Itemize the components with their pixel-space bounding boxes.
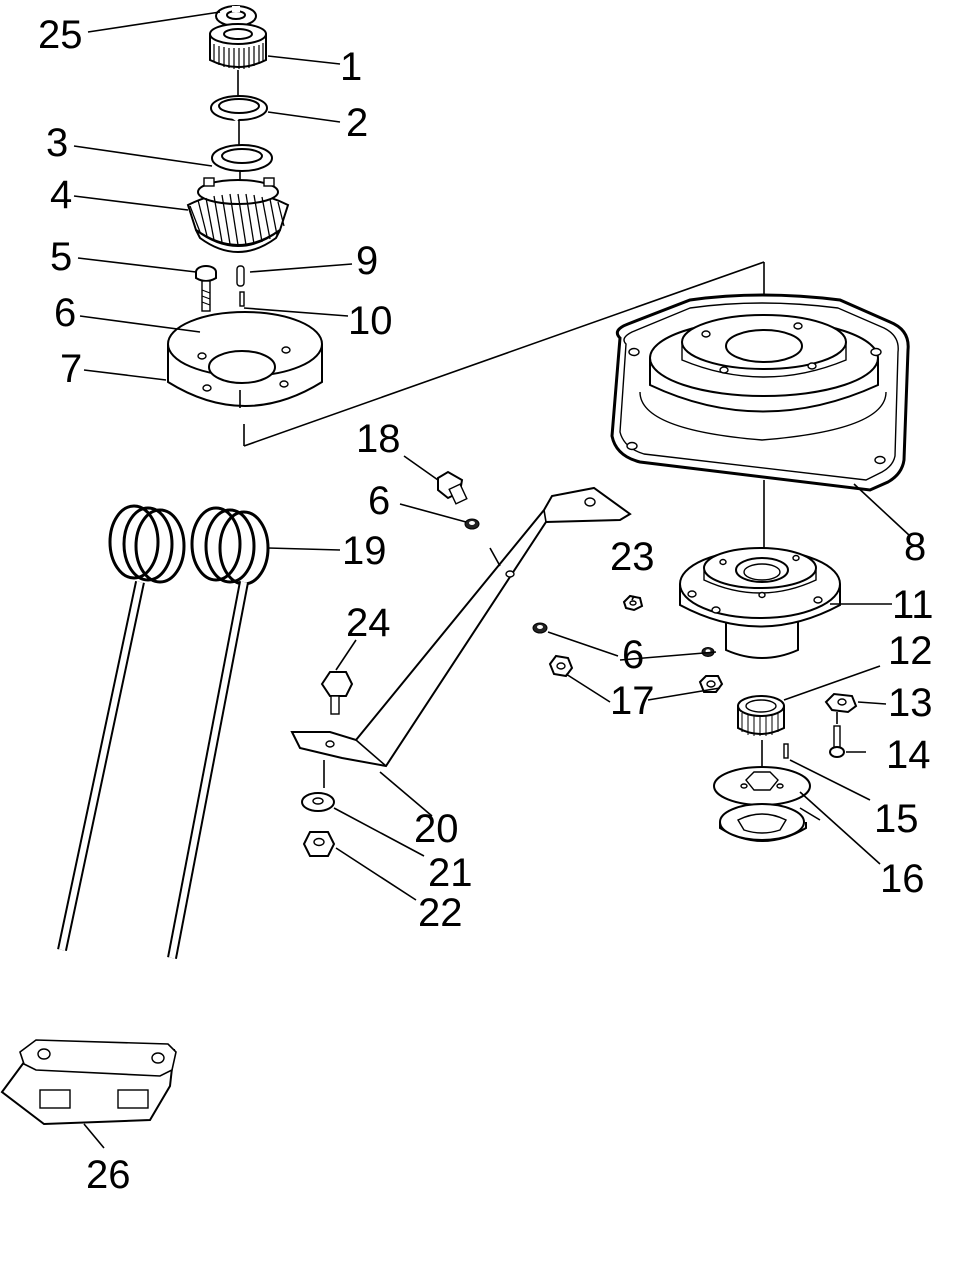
part-20-arm: [290, 486, 632, 768]
part-26-bracket: [0, 1039, 177, 1126]
part-8-housing: [610, 293, 910, 492]
callout-4: 4: [50, 173, 72, 217]
callout-14: 14: [886, 733, 931, 777]
callout-18: 18: [356, 417, 401, 461]
part-23-nut: [622, 594, 644, 612]
callout-17: 17: [610, 679, 655, 723]
part-21-washer: [301, 792, 335, 812]
callout-3: 3: [46, 121, 68, 165]
part-3-washer: [211, 144, 273, 172]
callout-19: 19: [342, 529, 387, 573]
part-10-roll-pin: [239, 291, 245, 307]
callout-6-top: 6: [54, 291, 76, 335]
part-4-bevel-gear: [186, 177, 290, 253]
part-11-bearing-housing: [679, 547, 841, 659]
part-6-lock-washer-mid: [464, 518, 480, 530]
callout-labels: 25 1 2 3 4 5 9 6 10 7 18 6 19 8 23 11 24…: [38, 13, 934, 1197]
part-13-clip: [824, 692, 858, 714]
part-16-disc-pair: [713, 766, 811, 842]
callout-21: 21: [428, 851, 473, 895]
part-5-bolt: [195, 265, 217, 312]
callout-8: 8: [904, 525, 926, 569]
part-12-needle-bearing: [737, 695, 785, 736]
part-9-pin: [236, 265, 245, 287]
callout-22: 22: [418, 891, 463, 935]
callout-7: 7: [60, 347, 82, 391]
callout-1: 1: [340, 45, 362, 89]
part-24-bolt: [320, 671, 354, 715]
callout-15: 15: [874, 797, 919, 841]
part-7-flange-plate: [167, 311, 323, 408]
callout-12: 12: [888, 629, 933, 673]
callout-9: 9: [356, 239, 378, 283]
part-14-screw: [829, 712, 845, 758]
leader-lines: [73, 11, 911, 1149]
callout-13: 13: [888, 681, 933, 725]
callout-20: 20: [414, 807, 459, 851]
part-19-spring-tine: [57, 504, 270, 959]
callout-5: 5: [50, 235, 72, 279]
part-15-pin: [783, 743, 789, 759]
callout-26: 26: [86, 1153, 131, 1197]
part-25-snap-ring: [215, 5, 257, 27]
callout-24: 24: [346, 601, 391, 645]
callout-2: 2: [346, 101, 368, 145]
callout-6-mid: 6: [368, 479, 390, 523]
callout-25: 25: [38, 13, 83, 57]
callout-23: 23: [610, 535, 655, 579]
callout-16: 16: [880, 857, 925, 901]
callout-6-right: 6: [622, 633, 644, 677]
callout-11: 11: [892, 583, 934, 627]
part-1-splined-hub: [209, 23, 267, 69]
part-22-nut: [302, 831, 336, 857]
callout-10: 10: [348, 299, 393, 343]
part-2-split-ring: [210, 95, 268, 122]
part-18-bolt: [437, 470, 468, 505]
